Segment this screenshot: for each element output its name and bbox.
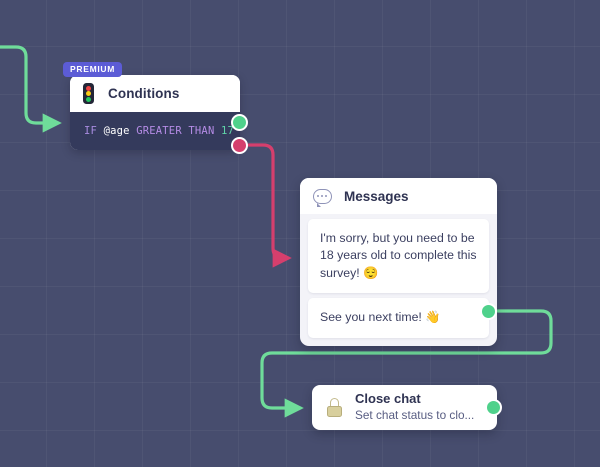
wire-conditions-false-to-messages (247, 143, 292, 268)
messages-header: Messages (300, 178, 497, 214)
condition-keyword: IF (84, 125, 98, 137)
traffic-light-icon (83, 83, 94, 104)
conditions-header: Conditions (70, 75, 240, 112)
messages-list: I'm sorry, but you need to be 18 years o… (300, 214, 497, 346)
port-conditions-true[interactable] (231, 114, 248, 131)
premium-badge: PREMIUM (63, 62, 123, 77)
conditions-title: Conditions (108, 86, 180, 101)
port-close-chat-output[interactable] (485, 399, 502, 416)
condition-value: 17 (221, 125, 235, 137)
conditions-expression[interactable]: IF @age GREATER THAN 17 (70, 112, 240, 150)
message-bubble[interactable]: I'm sorry, but you need to be 18 years o… (308, 219, 489, 294)
close-chat-title: Close chat (355, 391, 421, 407)
close-chat-subtitle: Set chat status to clo... (355, 408, 475, 423)
node-close-chat[interactable]: Close chat Set chat status to clo... (312, 385, 497, 430)
lock-icon (326, 398, 342, 417)
wire-entry-to-conditions (0, 45, 62, 133)
port-conditions-false[interactable] (231, 137, 248, 154)
message-bubble[interactable]: See you next time! 👋 (308, 298, 489, 338)
port-messages-output[interactable] (480, 303, 497, 320)
messages-title: Messages (344, 188, 409, 204)
condition-operator: GREATER THAN (136, 125, 215, 137)
node-conditions[interactable]: PREMIUM Conditions IF @age GREATER THAN … (63, 62, 240, 150)
speech-bubble-icon (313, 188, 332, 207)
node-messages[interactable]: Messages I'm sorry, but you need to be 1… (300, 178, 497, 346)
condition-variable: @age (103, 125, 130, 137)
